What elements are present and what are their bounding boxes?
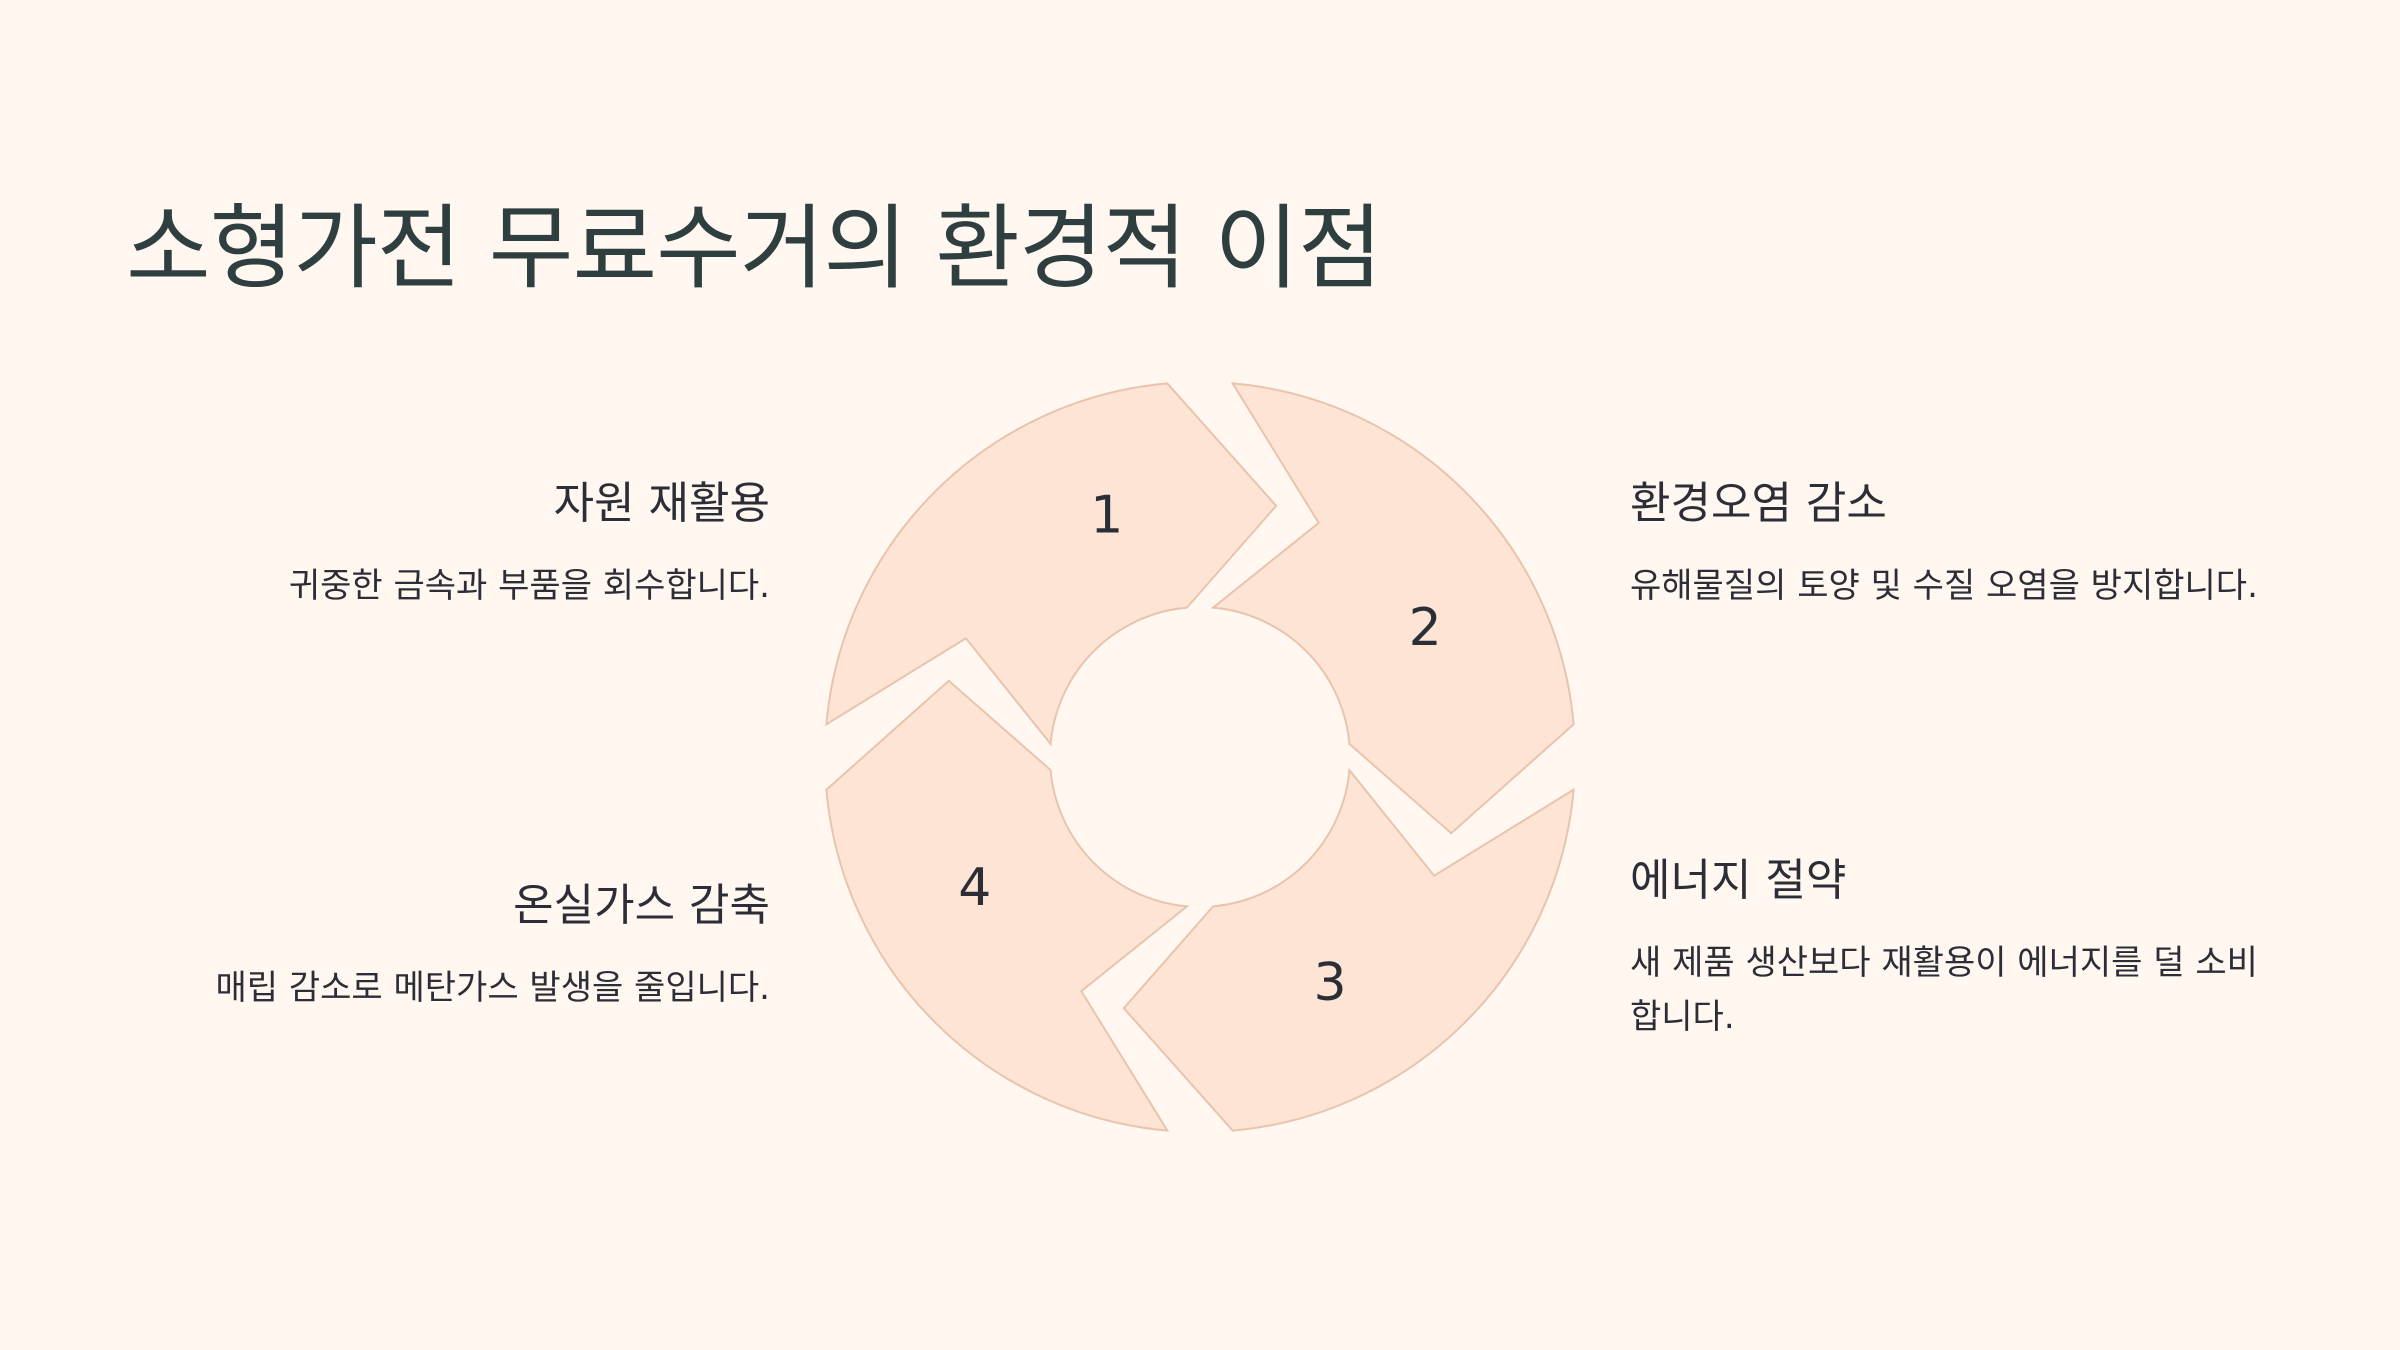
cycle-segment-3	[1122, 767, 1575, 1132]
benefit-description: 유해물질의 토양 및 수질 오염을 방지합니다.	[1630, 565, 2258, 606]
cycle-segment-number: 4	[958, 858, 991, 918]
cycle-segment-2	[1210, 382, 1575, 835]
cycle-segment-1	[825, 382, 1278, 747]
benefit-description: 귀중한 금속과 부품을 회수합니다.	[288, 565, 770, 606]
cycle-segment-number: 3	[1313, 953, 1346, 1013]
benefit-heading: 환경오염 감소	[1630, 478, 1887, 529]
benefit-description: 매립 감소로 메탄가스 발생을 줄입니다.	[215, 967, 770, 1008]
benefit-heading: 에너지 절약	[1630, 855, 1847, 906]
benefit-heading: 자원 재활용	[553, 478, 770, 529]
benefit-item-greenhouse-reduction: 온실가스 감축 매립 감소로 메탄가스 발생을 줄입니다.	[70, 880, 770, 1015]
page-title: 소형가전 무료수거의 환경적 이점	[126, 195, 1383, 302]
benefit-description: 새 제품 생산보다 재활용이 에너지를 덜 소비합니다.	[1630, 942, 2258, 1038]
benefit-item-resource-recycling: 자원 재활용 귀중한 금속과 부품을 회수합니다.	[70, 478, 770, 613]
cycle-segment-number: 2	[1409, 598, 1442, 658]
benefit-item-pollution-reduction: 환경오염 감소 유해물질의 토양 및 수질 오염을 방지합니다.	[1630, 478, 2330, 613]
benefit-item-energy-saving: 에너지 절약 새 제품 생산보다 재활용이 에너지를 덜 소비합니다.	[1630, 855, 2270, 1045]
benefit-heading: 온실가스 감축	[513, 880, 770, 931]
cycle-segment-number: 1	[1090, 485, 1123, 545]
cycle-segment-4	[825, 679, 1190, 1132]
